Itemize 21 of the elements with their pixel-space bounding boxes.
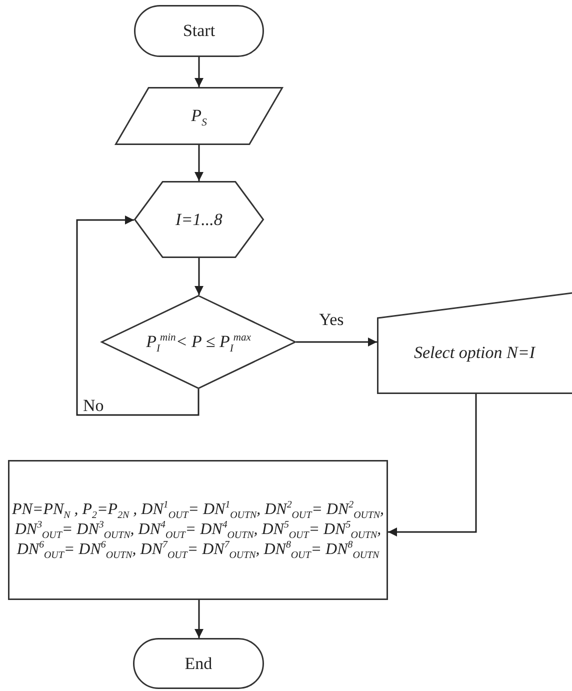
arrow <box>194 57 204 87</box>
process-box <box>8 460 388 600</box>
arrow <box>296 338 377 346</box>
arrow <box>194 600 204 638</box>
loop-hexagon <box>134 181 264 258</box>
node-text: Select option N=I <box>412 342 537 364</box>
node-text: Start <box>182 20 216 42</box>
arrow <box>194 258 204 295</box>
node-text: I=1...8 <box>176 208 222 230</box>
node-text: P$_{S}$ <box>191 105 207 127</box>
arrow <box>388 394 477 536</box>
arrow <box>194 145 204 181</box>
start-terminal <box>134 5 264 57</box>
input-parallelogram <box>115 87 283 145</box>
arrow <box>76 216 200 416</box>
manual-input-box <box>377 292 572 394</box>
decision-diamond <box>101 295 296 389</box>
end-terminal <box>133 638 264 689</box>
node-text: End <box>184 652 212 674</box>
edge-label: No <box>82 397 105 414</box>
edge-label: Yes <box>318 311 345 328</box>
